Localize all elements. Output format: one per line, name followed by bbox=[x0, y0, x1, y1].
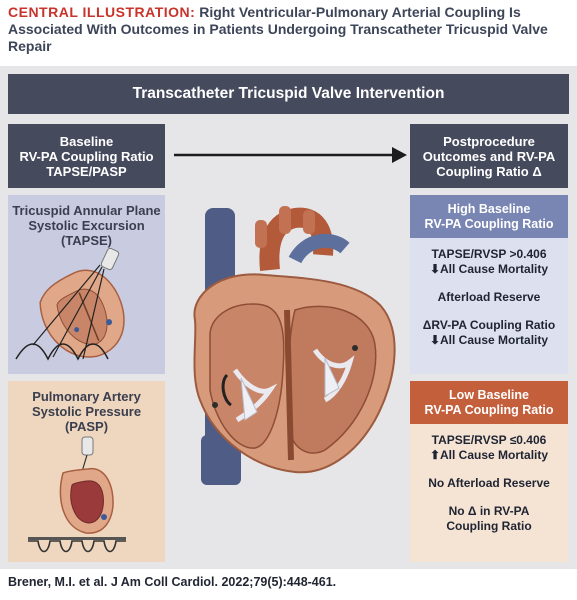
post-line-3: Coupling Ratio Δ bbox=[436, 163, 542, 179]
illustration-title-text: Right Ventricular-Pulmonary Arterial Cou… bbox=[8, 4, 548, 54]
pasp-panel: Pulmonary Artery Systolic Pressure (PASP… bbox=[8, 381, 165, 562]
pasp-line-1: Pulmonary Artery bbox=[32, 389, 141, 404]
low-item-3-line-2: Coupling Ratio bbox=[446, 519, 532, 533]
pressure-heart-icon bbox=[28, 436, 126, 553]
heart-illustration bbox=[193, 206, 396, 485]
tapse-panel: Tricuspid Annular Plane Systolic Excursi… bbox=[8, 195, 165, 374]
low-item-2-line-1: No Afterload Reserve bbox=[428, 476, 550, 490]
right-arrow-icon bbox=[174, 147, 407, 163]
procedure-banner: Transcatheter Tricuspid Valve Interventi… bbox=[8, 74, 569, 114]
tapse-title: Tricuspid Annular Plane Systolic Excursi… bbox=[8, 203, 165, 248]
tapse-line-2: Systolic Excursion bbox=[28, 218, 145, 233]
citation: Brener, M.I. et al. J Am Coll Cardiol. 2… bbox=[8, 575, 337, 589]
post-line-1: Postprocedure bbox=[443, 133, 535, 149]
echo-heart-icon bbox=[15, 247, 125, 361]
low-header-line-2: RV-PA Coupling Ratio bbox=[424, 402, 554, 417]
high-header-line-2: RV-PA Coupling Ratio bbox=[424, 216, 554, 231]
tapse-line-1: Tricuspid Annular Plane bbox=[12, 203, 161, 218]
post-line-2: Outcomes and RV-PA bbox=[422, 148, 556, 164]
low-baseline-outcomes: TAPSE/RVSP ≤0.406 ⬆All Cause Mortality N… bbox=[410, 433, 568, 547]
baseline-line-1: Baseline bbox=[59, 133, 114, 149]
high-item-3-line-2: ⬇All Cause Mortality bbox=[429, 333, 549, 347]
high-item-afterload: Afterload Reserve bbox=[410, 290, 568, 305]
central-illustration-label: CENTRAL ILLUSTRATION: bbox=[8, 4, 196, 20]
baseline-line-2: RV-PA Coupling Ratio bbox=[19, 148, 154, 164]
central-illustration-title: CENTRAL ILLUSTRATION: Right Ventricular-… bbox=[8, 4, 570, 55]
low-item-1-line-1: TAPSE/RVSP ≤0.406 bbox=[431, 433, 547, 447]
low-item-mortality: TAPSE/RVSP ≤0.406 ⬆All Cause Mortality bbox=[410, 433, 568, 463]
high-item-2-line-1: Afterload Reserve bbox=[437, 290, 541, 304]
low-item-1-line-2: ⬆All Cause Mortality bbox=[429, 448, 549, 462]
high-item-delta: ΔRV-PA Coupling Ratio ⬇All Cause Mortali… bbox=[410, 318, 568, 348]
banner-text: Transcatheter Tricuspid Valve Interventi… bbox=[132, 85, 445, 102]
high-item-1-line-2: ⬇All Cause Mortality bbox=[429, 262, 549, 276]
low-baseline-header: Low Baseline RV-PA Coupling Ratio bbox=[410, 381, 568, 424]
high-item-3-line-1: ΔRV-PA Coupling Ratio bbox=[422, 318, 556, 332]
high-baseline-outcomes: TAPSE/RVSP >0.406 ⬇All Cause Mortality A… bbox=[410, 247, 568, 361]
baseline-line-3: TAPSE/PASP bbox=[46, 163, 127, 179]
low-header-line-1: Low Baseline bbox=[449, 387, 529, 402]
baseline-coupling-box: Baseline RV-PA Coupling Ratio TAPSE/PASP bbox=[8, 124, 165, 188]
postprocedure-outcomes-box: Postprocedure Outcomes and RV-PA Couplin… bbox=[410, 124, 568, 188]
high-item-mortality: TAPSE/RVSP >0.406 ⬇All Cause Mortality bbox=[410, 247, 568, 277]
low-item-delta: No Δ in RV-PA Coupling Ratio bbox=[410, 504, 568, 534]
pasp-title: Pulmonary Artery Systolic Pressure (PASP… bbox=[8, 389, 165, 434]
high-item-1-line-1: TAPSE/RVSP >0.406 bbox=[431, 247, 547, 261]
low-item-3-line-1: No Δ in RV-PA bbox=[448, 504, 530, 518]
pasp-line-3: (PASP) bbox=[64, 419, 109, 434]
high-baseline-panel: High Baseline RV-PA Coupling Ratio TAPSE… bbox=[410, 195, 568, 374]
tapse-line-3: (TAPSE) bbox=[60, 233, 113, 248]
high-header-line-1: High Baseline bbox=[447, 201, 531, 216]
low-baseline-panel: Low Baseline RV-PA Coupling Ratio TAPSE/… bbox=[410, 381, 568, 562]
low-item-afterload: No Afterload Reserve bbox=[410, 476, 568, 491]
high-baseline-header: High Baseline RV-PA Coupling Ratio bbox=[410, 195, 568, 238]
pasp-line-2: Systolic Pressure bbox=[31, 404, 142, 419]
